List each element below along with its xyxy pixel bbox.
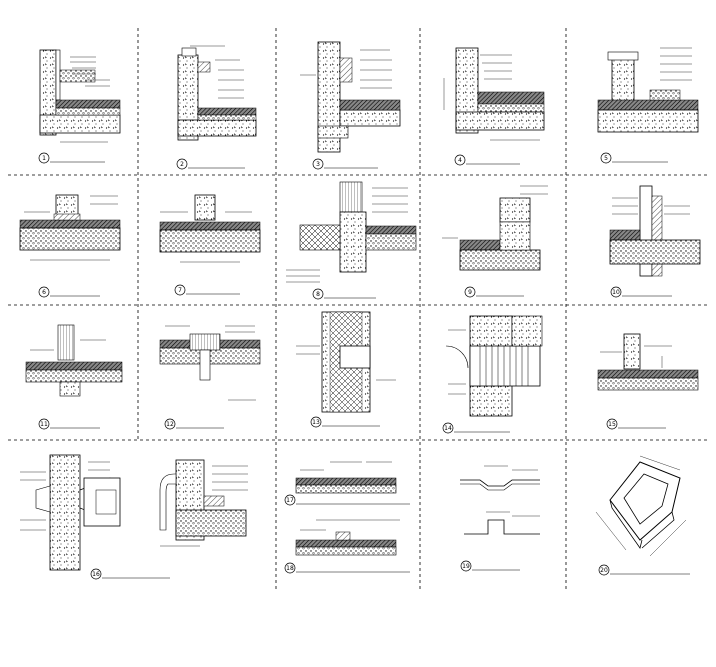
- detail-4: [443, 47, 545, 141]
- panel-17-caption: 17: [284, 494, 410, 506]
- panel-7-caption: 7: [174, 284, 240, 296]
- panel-number: 15: [608, 421, 616, 428]
- panel-number: 14: [444, 425, 452, 432]
- panel-number: 3: [316, 161, 320, 168]
- panel-grid-lines: [8, 28, 710, 590]
- panel-12-caption: 12: [164, 418, 224, 430]
- detail-20: [595, 455, 687, 557]
- panel-2-caption: 2: [176, 158, 245, 170]
- detail-8: [286, 181, 417, 283]
- detail-13: [296, 311, 396, 413]
- panel-19-caption: 19: [460, 560, 520, 572]
- panel-4-caption: 4: [454, 154, 520, 166]
- detail-2: [177, 45, 257, 141]
- panel-number: 16: [92, 571, 100, 578]
- panel-5-caption: 5: [600, 152, 668, 164]
- panel-number: 18: [286, 565, 294, 572]
- panel-number: 12: [166, 421, 174, 428]
- panel-number: 5: [604, 155, 608, 162]
- panel-9-caption: 9: [464, 286, 524, 298]
- panel-16-caption: 16: [90, 568, 170, 580]
- detail-15: [597, 333, 699, 391]
- panel-3-caption: 3: [312, 158, 378, 170]
- panel-10-caption: 10: [610, 286, 672, 298]
- detail-17: [295, 461, 397, 494]
- detail-3: [300, 41, 401, 153]
- detail-18: [295, 519, 400, 556]
- panel-number: 19: [462, 563, 470, 570]
- panel-6-caption: 6: [38, 286, 100, 298]
- detail-19: [460, 465, 540, 535]
- panel-number: 10: [612, 289, 620, 296]
- detail-14: [445, 315, 543, 417]
- panel-number: 13: [312, 419, 320, 426]
- detail-11: [25, 324, 123, 397]
- panel-number: 9: [468, 289, 472, 296]
- panel-number: 20: [600, 567, 608, 574]
- detail-9: [442, 185, 548, 271]
- panel-number: 2: [180, 161, 184, 168]
- panel-13-caption: 13: [310, 416, 380, 428]
- panel-8-caption: 8: [312, 288, 376, 300]
- panel-number: 11: [40, 421, 48, 428]
- detail-12: [159, 325, 261, 401]
- panel-number: 8: [316, 291, 320, 298]
- panel-20-caption: 20: [598, 564, 690, 576]
- panel-number: 6: [42, 289, 46, 296]
- panel-11-caption: 11: [38, 418, 100, 430]
- panel-1-caption: 1: [38, 152, 105, 164]
- detail-1: [39, 49, 121, 143]
- panel-14-caption: 14: [442, 422, 510, 434]
- panel-15-caption: 15: [606, 418, 666, 430]
- detail-10: [609, 185, 701, 277]
- panel-number: 17: [286, 497, 294, 504]
- detail-16: [20, 454, 248, 571]
- detail-5: [597, 47, 699, 133]
- panel-18-caption: 18: [284, 562, 410, 574]
- panel-number: 4: [458, 157, 462, 164]
- panel-number: 1: [42, 155, 46, 162]
- detail-7: [159, 194, 261, 263]
- panel-number: 7: [178, 287, 182, 294]
- detail-6: [19, 194, 121, 261]
